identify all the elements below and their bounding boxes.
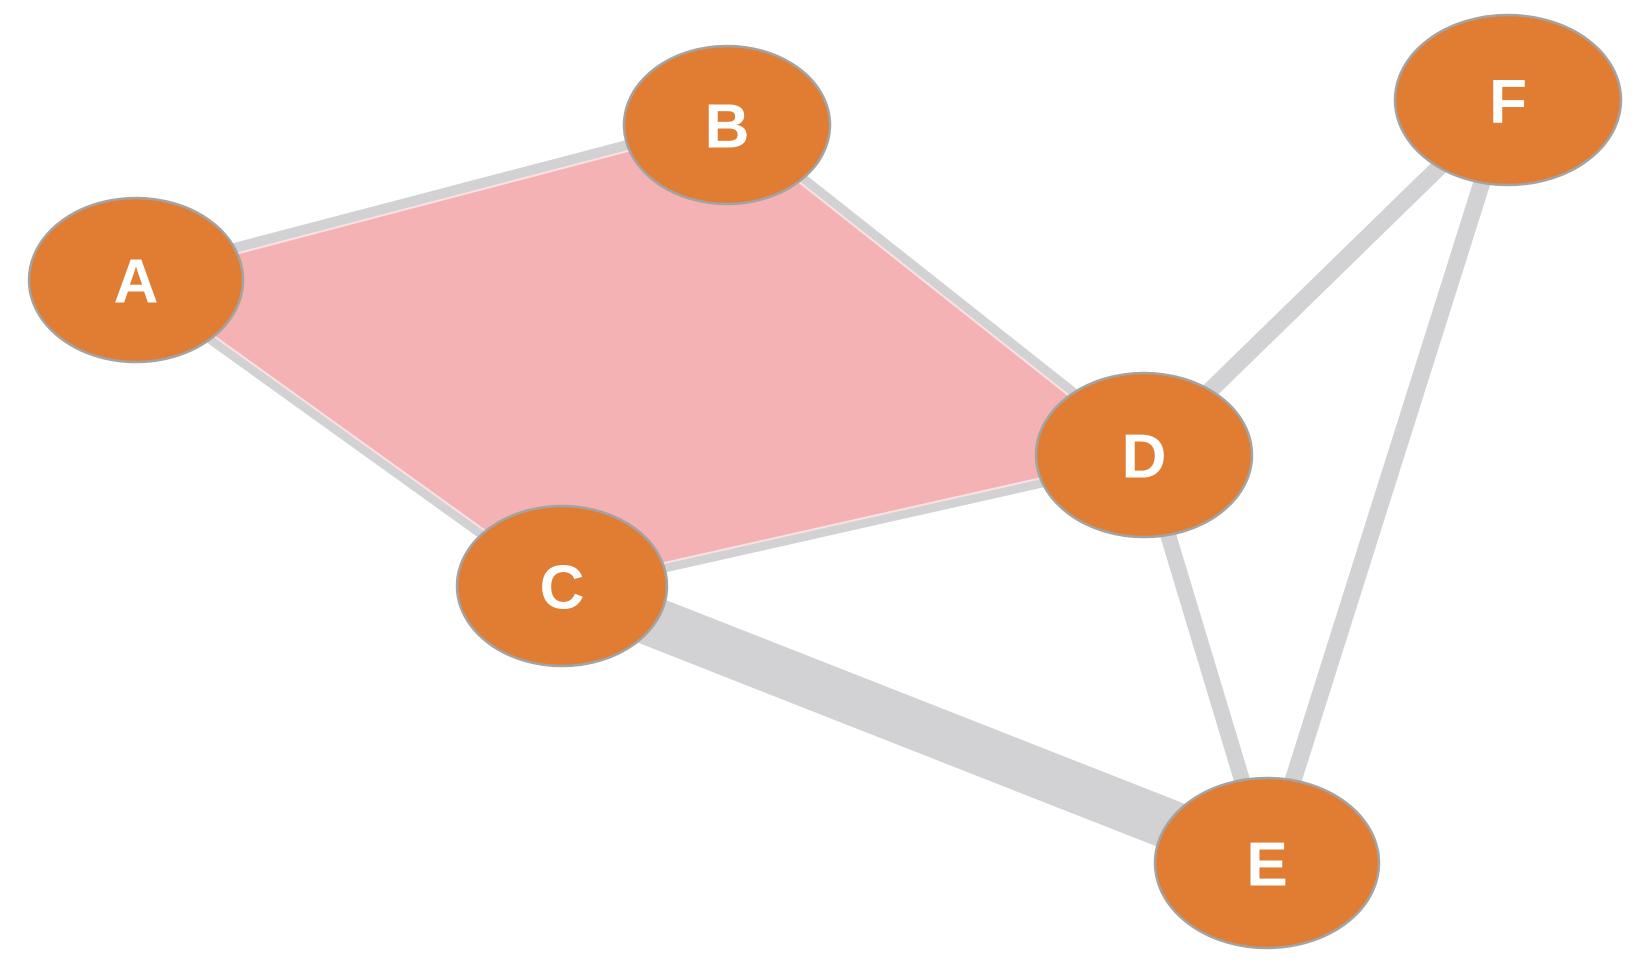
node-B: B: [622, 44, 832, 206]
node-ellipse-C: [455, 504, 669, 668]
node-A: A: [27, 196, 245, 364]
node-ellipse-A: [27, 196, 245, 364]
node-E: E: [1153, 776, 1381, 950]
node-ellipse-B: [622, 44, 832, 206]
node-ellipse-F: [1393, 13, 1623, 187]
node-ellipse-D: [1034, 371, 1254, 539]
node-F: F: [1393, 13, 1623, 187]
edge-C-E: [552, 562, 1277, 887]
edge-E-F: [1258, 97, 1517, 866]
node-D: D: [1034, 371, 1254, 539]
node-ellipse-E: [1153, 776, 1381, 950]
node-C: C: [455, 504, 669, 668]
highlight-layer: [133, 123, 1147, 588]
highlight-cycle-region: [133, 123, 1147, 588]
